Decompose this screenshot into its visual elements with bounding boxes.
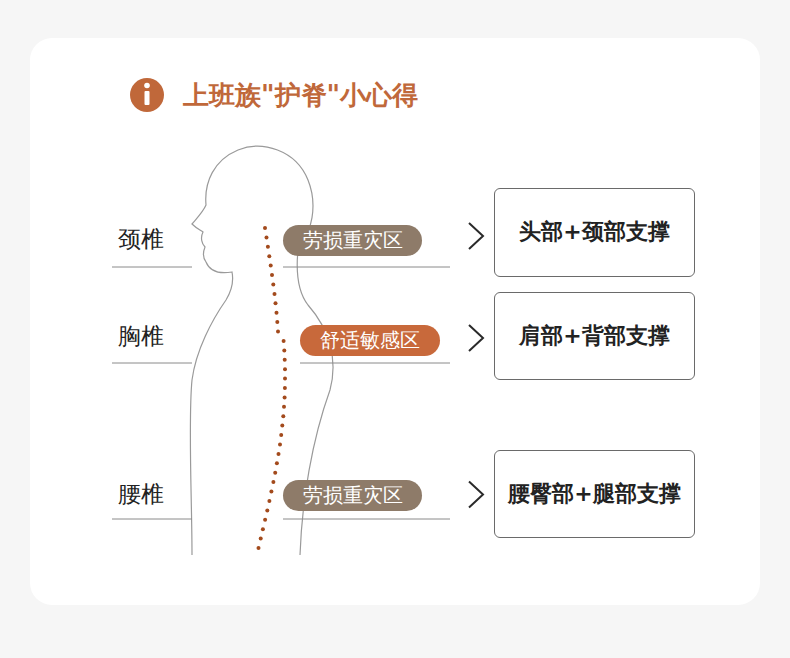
info-icon xyxy=(130,78,164,112)
arrow-head xyxy=(469,482,483,508)
spine-dots xyxy=(257,226,288,550)
spine-label: 腰椎 xyxy=(118,479,164,510)
info-icon-dot xyxy=(144,83,150,89)
chevron-arrow xyxy=(469,223,483,249)
label-underline xyxy=(112,519,192,520)
arrow-head xyxy=(469,325,483,351)
label-underline xyxy=(112,267,192,268)
zone-underline xyxy=(300,363,450,364)
support-text: 腰臀部+腿部支撑 xyxy=(508,479,680,509)
zone-underline xyxy=(283,267,450,268)
zone-text: 劳损重灾区 xyxy=(303,227,403,254)
label-underline xyxy=(112,363,192,364)
title: 上班族"护脊"小心得 xyxy=(183,78,418,113)
support-box: 腰臀部+腿部支撑 xyxy=(494,450,695,538)
zone-text: 劳损重灾区 xyxy=(303,482,403,509)
info-icon-bar xyxy=(145,91,150,105)
support-text: 头部+颈部支撑 xyxy=(519,217,669,247)
support-box: 肩部+背部支撑 xyxy=(494,292,695,380)
arrow-head xyxy=(469,223,483,249)
chevron-arrow xyxy=(469,482,483,508)
zone-tag: 劳损重灾区 xyxy=(283,480,422,511)
zone-underline xyxy=(283,519,450,520)
chevron-arrow xyxy=(469,325,483,351)
zone-tag: 舒适敏感区 xyxy=(300,325,440,356)
zone-tag: 劳损重灾区 xyxy=(283,225,422,256)
spine-label: 颈椎 xyxy=(118,224,164,255)
spine-label: 胸椎 xyxy=(118,321,164,352)
zone-text: 舒适敏感区 xyxy=(320,327,420,354)
support-text: 肩部+背部支撑 xyxy=(519,321,669,351)
support-box: 头部+颈部支撑 xyxy=(494,188,695,277)
